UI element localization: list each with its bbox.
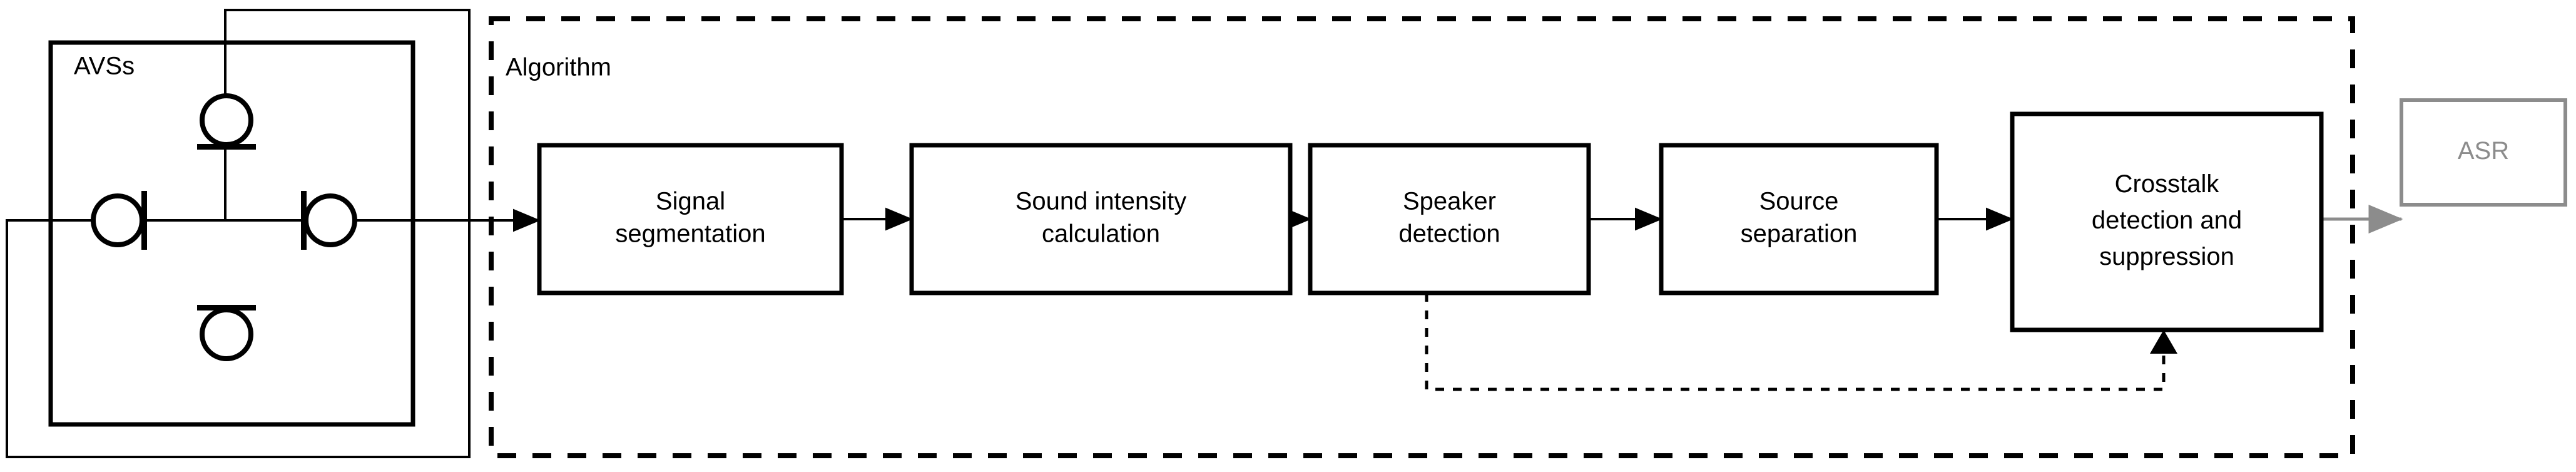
flow-connectors bbox=[469, 205, 2403, 233]
mic-top-baffle-icon bbox=[197, 144, 256, 150]
feedback-path bbox=[1425, 293, 2177, 391]
mic-top-icon bbox=[197, 93, 256, 150]
mic-right-icon bbox=[301, 191, 357, 250]
block-sound-intensity-calculation-label-line-2: calculation bbox=[1042, 220, 1160, 248]
block-source-separation-frame[interactable] bbox=[1659, 143, 1939, 295]
block-source-separation[interactable]: Source separation bbox=[1659, 143, 1939, 295]
block-signal-segmentation-label-line-2: segmentation bbox=[615, 220, 765, 248]
mic-bottom-icon bbox=[197, 305, 256, 361]
block-crosstalk-detection-and-suppression-label-line-3: suppression bbox=[2099, 243, 2234, 270]
speaker-detection-to-crosstalk-feedback-arrowhead-icon bbox=[2150, 330, 2177, 354]
algorithm-boundary bbox=[489, 16, 2355, 458]
block-sound-intensity-calculation[interactable]: Sound intensity calculation bbox=[909, 143, 1293, 295]
avss-microphones bbox=[91, 93, 357, 361]
block-signal-segmentation[interactable]: Signal segmentation bbox=[537, 143, 844, 295]
asr-block: ASR bbox=[2400, 98, 2567, 207]
block-speaker-detection-frame[interactable] bbox=[1308, 143, 1591, 295]
block-speaker-detection-label-line-1: Speaker bbox=[1403, 188, 1496, 215]
mic-bottom-baffle-icon bbox=[197, 305, 256, 310]
mic-top-capsule-icon bbox=[200, 93, 253, 147]
block-signal-segmentation-label-line-1: Signal bbox=[656, 188, 725, 215]
mic-left-capsule-icon bbox=[91, 193, 145, 247]
block-source-separation-label-line-2: separation bbox=[1741, 220, 1858, 248]
mic-bottom-capsule-icon bbox=[200, 307, 253, 361]
block-sound-intensity-calculation-label-line-1: Sound intensity bbox=[1016, 188, 1187, 215]
asr-block-label: ASR bbox=[2458, 137, 2509, 165]
block-crosstalk-detection-and-suppression[interactable]: Crosstalk detection and suppression bbox=[2010, 111, 2324, 332]
block-source-separation-label-line-1: Source bbox=[1759, 188, 1839, 215]
asr-block-frame[interactable] bbox=[2400, 98, 2567, 207]
block-sound-intensity-calculation-frame[interactable] bbox=[909, 143, 1293, 295]
avss-label: AVSs bbox=[74, 53, 135, 80]
block-speaker-detection[interactable]: Speaker detection bbox=[1308, 143, 1591, 295]
algorithm-label: Algorithm bbox=[506, 54, 611, 81]
block-crosstalk-detection-and-suppression-frame[interactable] bbox=[2010, 111, 2324, 332]
block-crosstalk-detection-and-suppression-label-line-2: detection and bbox=[2092, 207, 2242, 234]
mic-right-capsule-icon bbox=[303, 193, 357, 247]
mic-left-icon bbox=[91, 191, 147, 250]
algorithm-group: Algorithm bbox=[489, 16, 2355, 458]
process-blocks: Signal segmentation Sound intensity calcula… bbox=[537, 111, 2324, 332]
block-crosstalk-detection-and-suppression-label-line-1: Crosstalk bbox=[2115, 170, 2220, 198]
avss-group: AVSs bbox=[6, 9, 471, 458]
block-signal-segmentation-frame[interactable] bbox=[537, 143, 844, 295]
avss-enclosure bbox=[48, 40, 415, 427]
mic-left-baffle-icon bbox=[141, 191, 147, 250]
mic-right-baffle-icon bbox=[301, 191, 307, 250]
block-speaker-detection-label-line-2: detection bbox=[1398, 220, 1500, 248]
